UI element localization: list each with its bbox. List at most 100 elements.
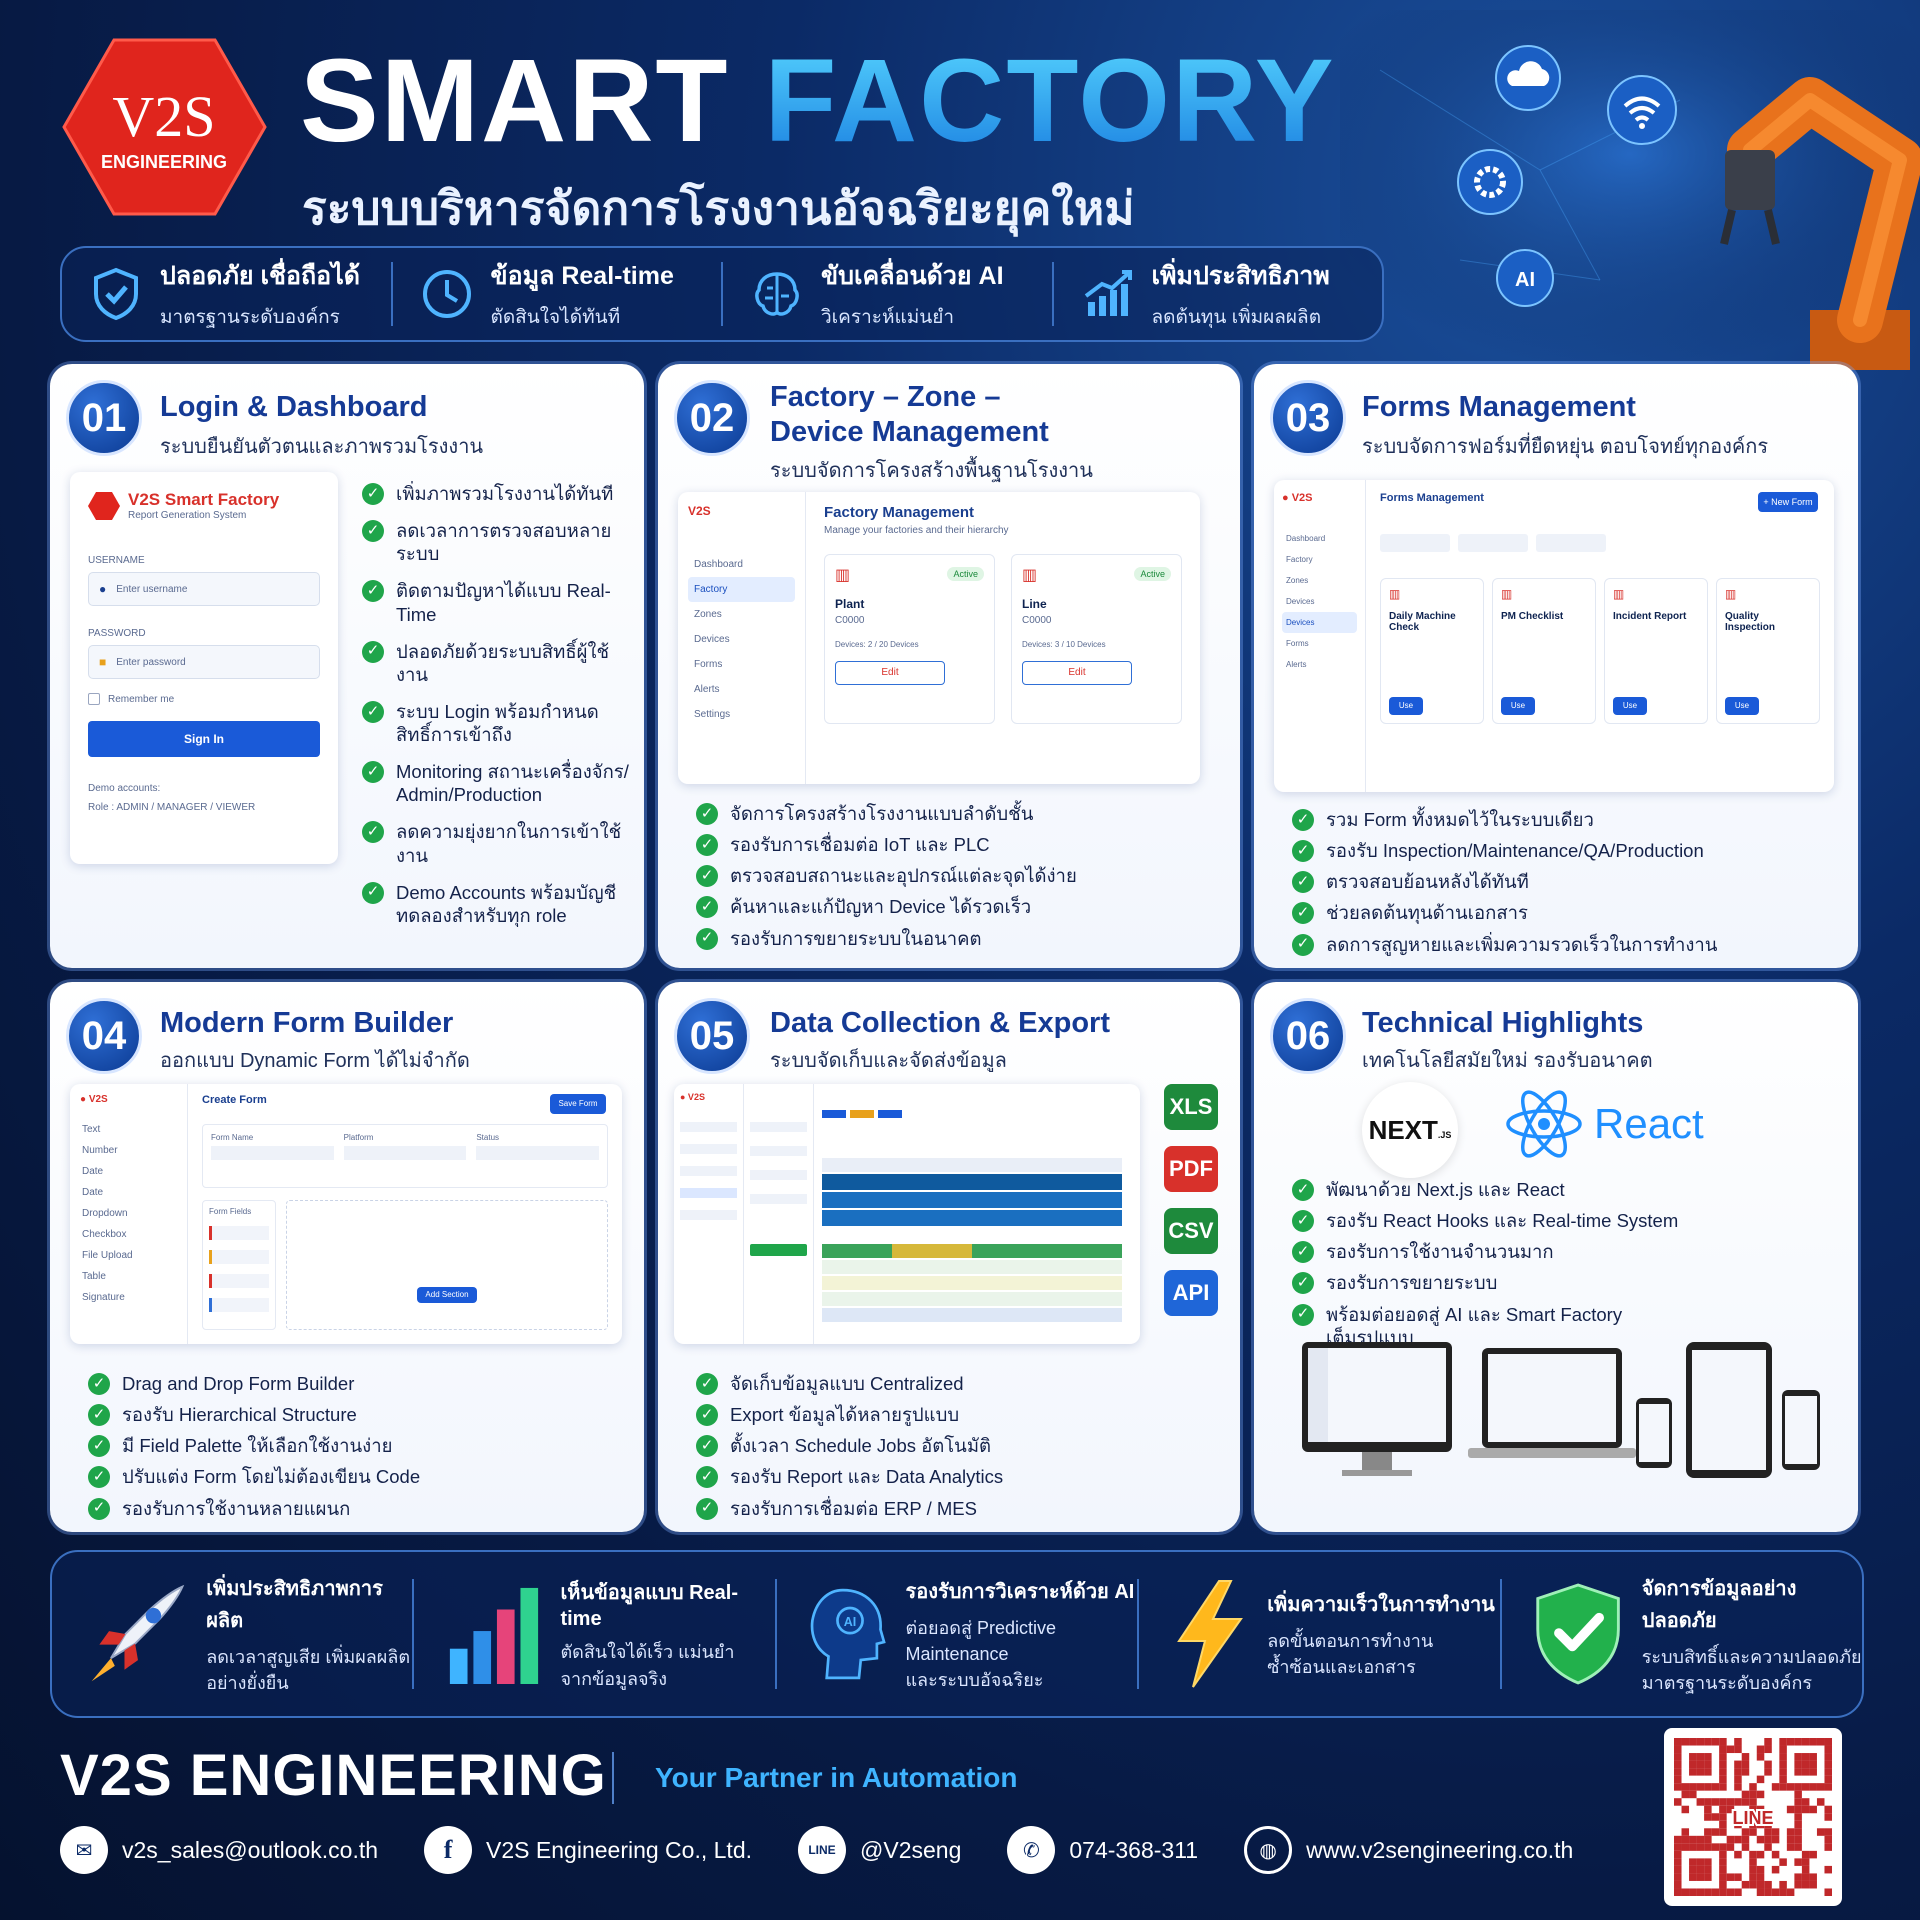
line-qr-code[interactable]: LINE	[1664, 1728, 1842, 1906]
field-chip[interactable]	[209, 1298, 269, 1312]
filter-field[interactable]	[750, 1146, 807, 1156]
login-app-name: V2S Smart Factory	[128, 490, 280, 509]
card-subtitle: ระบบจัดการฟอร์มที่ยืดหยุ่น ตอบโจทย์ทุกอง…	[1362, 436, 1769, 458]
factory-card[interactable]: ▥ Active Plant C0000 Devices: 2 / 20 Dev…	[824, 554, 995, 724]
sidebar-item[interactable]	[680, 1188, 737, 1198]
sidebar-item-factory[interactable]: Factory	[1286, 555, 1313, 564]
filter-chip[interactable]	[822, 1110, 846, 1118]
pdf-export-button[interactable]: PDF	[1164, 1146, 1218, 1192]
benefit-line1: ตัดสินใจได้เร็ว แม่นยำ	[560, 1642, 735, 1663]
filter-field[interactable]	[750, 1170, 807, 1180]
sidebar-item-forms[interactable]: Forms	[694, 659, 723, 670]
qr-module	[1674, 1745, 1682, 1754]
new-form-button[interactable]: + New Form	[1758, 492, 1818, 512]
palette-item-dropdown[interactable]: Dropdown	[82, 1208, 128, 1219]
filter-dropdown[interactable]	[1380, 534, 1450, 552]
add-section-button[interactable]: Add Section	[417, 1287, 477, 1303]
sidebar-item-devices-2[interactable]: Devices	[1282, 612, 1357, 633]
sidebar-item-zones[interactable]: Zones	[1286, 576, 1309, 585]
palette-item-file-upload[interactable]: File Upload	[82, 1250, 133, 1261]
sidebar-item-dashboard[interactable]: Dashboard	[1286, 534, 1326, 543]
qr-module	[1734, 1768, 1742, 1776]
field-chip[interactable]	[209, 1226, 269, 1240]
form-canvas[interactable]: Add Section	[286, 1200, 608, 1330]
qr-module	[1786, 1828, 1795, 1836]
contact-website[interactable]: ◍www.v2sengineering.co.th	[1244, 1826, 1573, 1874]
edit-button[interactable]: Edit	[835, 661, 945, 685]
palette-item-date[interactable]: Date	[82, 1166, 104, 1177]
palette-item-text[interactable]: Text	[82, 1124, 101, 1135]
qr-module	[1779, 1783, 1787, 1791]
phone-small	[1636, 1398, 1672, 1468]
sidebar-item-settings[interactable]: Settings	[694, 709, 731, 720]
card-factory-zone-device: 02 Factory – Zone –Device Management ระบ…	[658, 364, 1240, 968]
data-grid	[822, 1158, 1122, 1322]
qr-module	[1726, 1805, 1735, 1814]
sidebar-item-devices[interactable]: Devices	[1286, 597, 1315, 606]
status-label: Status	[476, 1133, 500, 1142]
contact-phone[interactable]: ✆074-368-311	[1007, 1826, 1198, 1874]
status-select[interactable]	[476, 1146, 600, 1160]
use-button[interactable]: Use	[1389, 697, 1423, 715]
apply-filter-button[interactable]	[750, 1244, 807, 1256]
qr-module	[1704, 1798, 1712, 1806]
remember-checkbox[interactable]	[88, 693, 100, 705]
sidebar-item-forms[interactable]: Forms	[1286, 639, 1309, 648]
field-chip[interactable]	[209, 1274, 269, 1288]
feature-checklist: จัดการโครงสร้างโรงงานแบบลำดับชั้น รองรับ…	[696, 802, 1216, 950]
react-logo: React	[1504, 1088, 1704, 1160]
sidebar-item[interactable]	[680, 1122, 737, 1132]
factory-card[interactable]: ▥ Active Line C0000 Devices: 3 / 10 Devi…	[1011, 554, 1182, 724]
palette-item-date-2[interactable]: Date	[82, 1187, 104, 1198]
use-button[interactable]: Use	[1613, 697, 1647, 715]
sidebar-item-factory[interactable]: Factory	[688, 577, 795, 602]
qr-module	[1794, 1760, 1802, 1769]
sidebar-item-alerts[interactable]: Alerts	[1286, 660, 1307, 669]
qr-module	[1681, 1783, 1690, 1791]
use-button[interactable]: Use	[1725, 697, 1759, 715]
checklist-item: ลดเวลาการตรวจสอบหลายระบบ	[362, 519, 632, 565]
qr-module	[1719, 1753, 1727, 1761]
palette-item-number[interactable]: Number	[82, 1145, 118, 1156]
palette-item-checkbox[interactable]: Checkbox	[82, 1229, 127, 1240]
filter-field[interactable]	[750, 1194, 807, 1204]
sidebar-item[interactable]	[680, 1144, 737, 1154]
sidebar-item-alerts[interactable]: Alerts	[694, 684, 720, 695]
form-name-input[interactable]	[211, 1146, 334, 1160]
password-input[interactable]: ■Enter password	[88, 645, 320, 679]
xls-export-button[interactable]: XLS	[1164, 1084, 1218, 1130]
qr-module	[1711, 1783, 1720, 1791]
sidebar-item[interactable]	[680, 1210, 737, 1220]
sidebar-item-dashboard[interactable]: Dashboard	[694, 559, 743, 570]
platform-select[interactable]	[343, 1146, 467, 1160]
qr-module	[1824, 1745, 1832, 1754]
filter-chip[interactable]	[850, 1110, 874, 1118]
filter-dropdown[interactable]	[1536, 534, 1606, 552]
contact-email[interactable]: ✉v2s_sales@outlook.co.th	[60, 1826, 378, 1874]
username-input[interactable]: ●Enter username	[88, 572, 320, 606]
csv-export-button[interactable]: CSV	[1164, 1208, 1218, 1254]
sidebar-item[interactable]	[680, 1166, 737, 1176]
filter-field[interactable]	[750, 1122, 807, 1132]
use-button[interactable]: Use	[1501, 697, 1535, 715]
sign-in-button[interactable]: Sign In	[88, 721, 320, 757]
remember-label: Remember me	[108, 693, 175, 705]
palette-item-signature[interactable]: Signature	[82, 1292, 125, 1303]
filter-chip[interactable]	[878, 1110, 902, 1118]
edit-button[interactable]: Edit	[1022, 661, 1132, 685]
palette-item-table[interactable]: Table	[82, 1271, 106, 1282]
qr-module	[1711, 1843, 1720, 1851]
save-form-button[interactable]: Save Form	[550, 1094, 606, 1114]
contact-line[interactable]: LINE@V2seng	[798, 1826, 961, 1874]
filter-dropdown[interactable]	[1458, 534, 1528, 552]
api-export-button[interactable]: API	[1164, 1270, 1218, 1316]
sidebar-item-zones[interactable]: Zones	[694, 609, 722, 620]
sidebar-item-devices[interactable]: Devices	[694, 634, 730, 645]
field-chip[interactable]	[209, 1250, 269, 1264]
